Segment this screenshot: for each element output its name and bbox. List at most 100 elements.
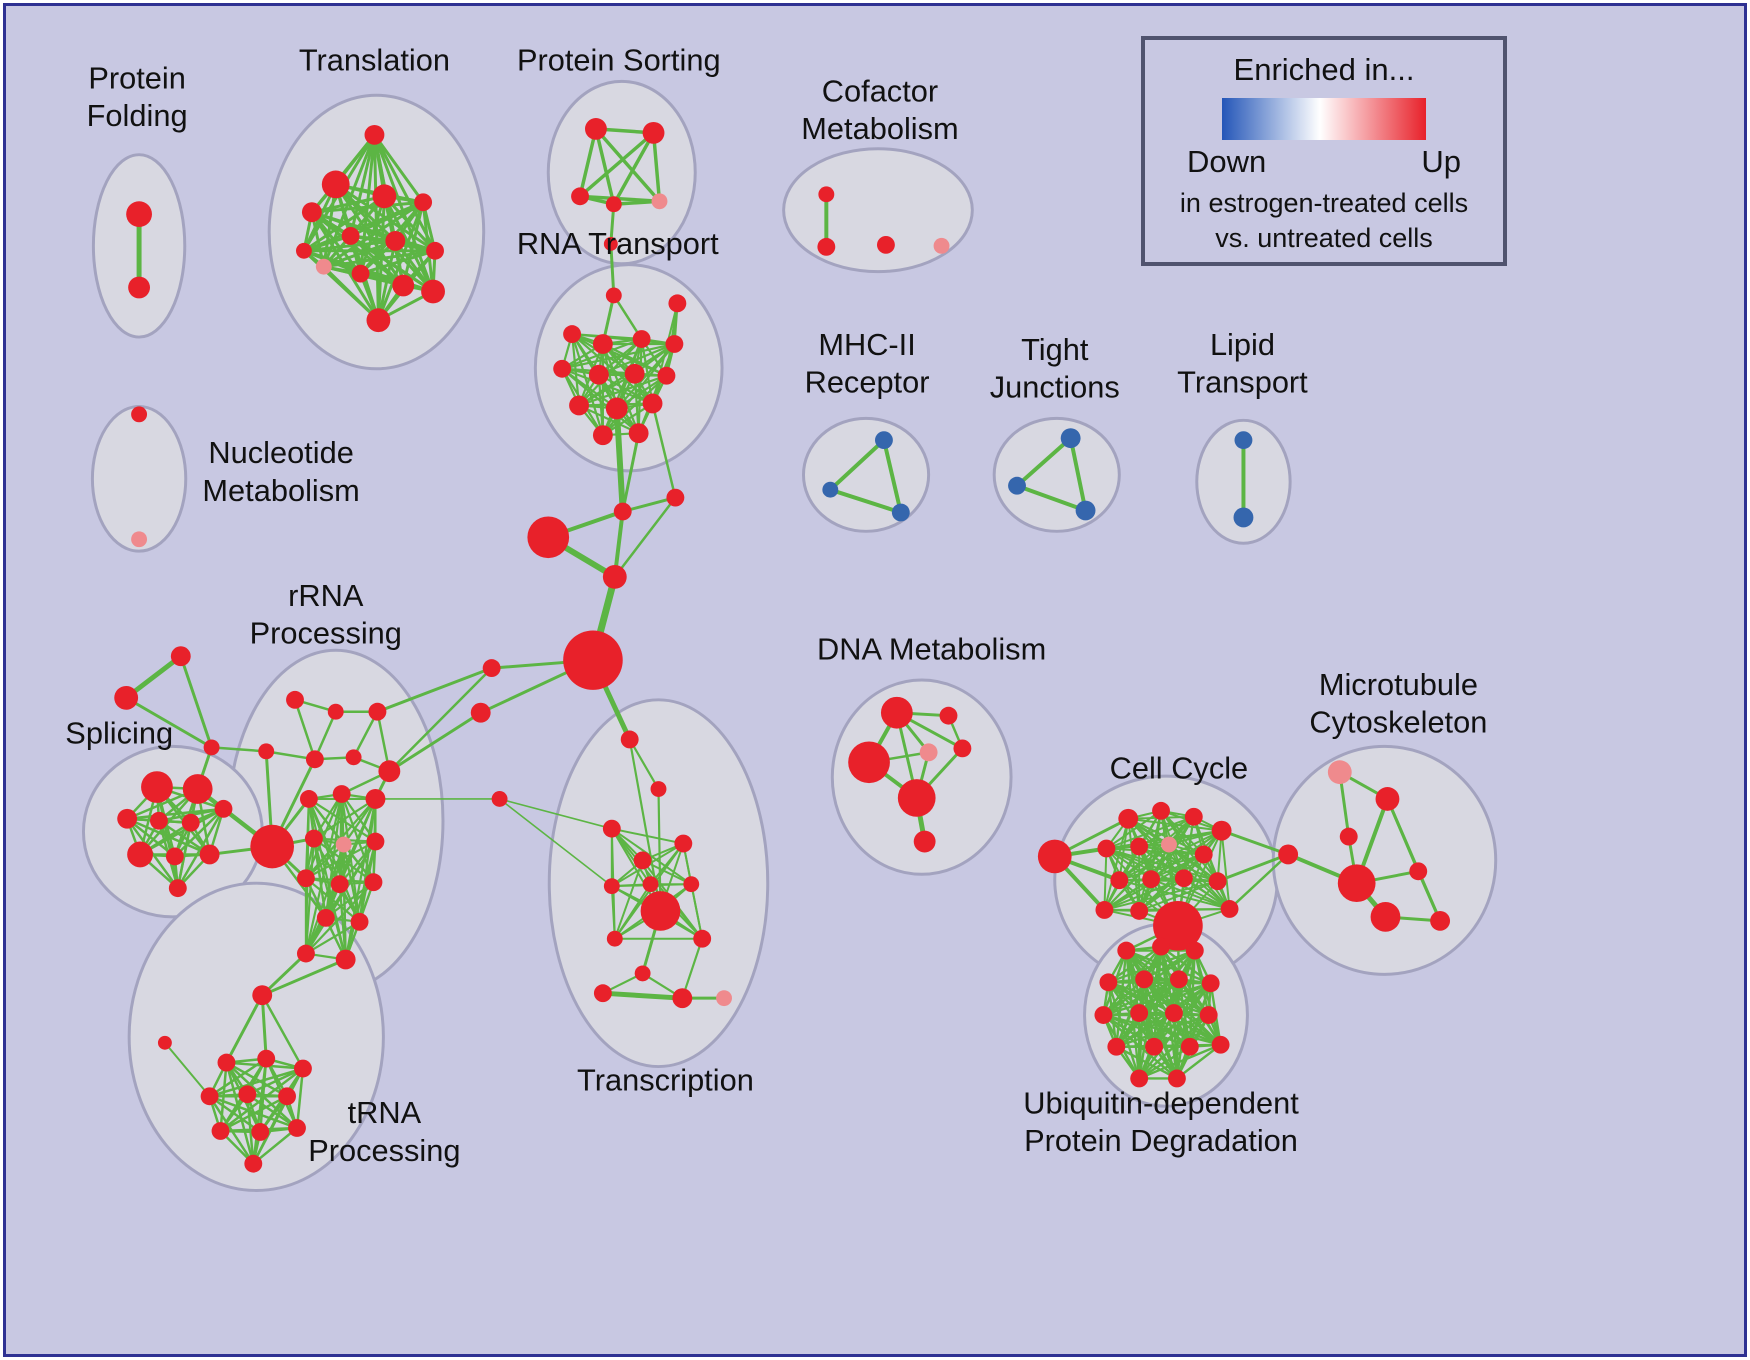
network-edge [349,234,405,287]
cluster-label-protein-sorting: Protein Sorting [517,43,721,78]
node-rr21 [335,949,356,970]
node-rt6 [665,335,684,353]
node-tx10 [606,930,623,947]
cluster-ellipse-mhc-ii-receptor [802,416,931,533]
node-tj2 [1008,476,1026,495]
network-edge [219,1067,305,1133]
legend-up-label: Up [1421,144,1461,179]
node-mhc2 [822,481,839,498]
network-edge [208,1067,305,1098]
node-sp6 [214,799,233,818]
node-ub3 [1185,941,1204,960]
legend-ends-row: Down Up [1187,144,1461,180]
node-rr8 [250,824,295,869]
network-edge [613,859,644,940]
node-rr4 [258,743,275,760]
network-edge [260,993,305,1070]
network-edge [1103,817,1130,911]
network-edge [1118,853,1205,882]
node-tj1 [1060,428,1081,449]
node-ub12 [1107,1037,1126,1056]
network-edge [125,807,225,821]
network-edge [1137,1043,1222,1080]
node-tn9 [211,1122,230,1140]
network-edge [304,920,361,955]
node-rt13 [642,393,663,414]
node-tr9 [426,241,444,260]
network-edge [600,990,685,1001]
node-dm5 [953,739,972,758]
network-edge [1015,483,1088,513]
cluster-label-cell-cycle: Cell Cycle [1110,750,1249,785]
node-c5 [470,702,491,723]
network-edge [224,993,264,1065]
network-edge [1103,878,1153,911]
node-hub2 [563,630,623,690]
node-rt14 [592,425,613,446]
network-edge [1175,1043,1222,1080]
network-edge [1220,829,1231,910]
legend-down-label: Down [1187,144,1267,179]
network-edge [597,342,676,376]
cluster-label-mhc-ii-receptor: MHC-II [818,327,915,362]
network-edge [302,194,386,253]
node-rr6 [345,749,362,766]
network-edge [651,131,662,203]
node-dm3 [848,741,890,784]
node-cm3 [876,235,895,254]
network-edge [1107,945,1163,984]
cluster-label-nucleotide-metabolism: Metabolism [202,473,359,508]
node-tx7 [642,876,659,893]
node-dm7 [913,830,936,853]
network-edge [610,885,616,940]
network-edge [246,1093,299,1130]
cluster-label-rna-transport: RNA Transport [517,226,719,261]
network-edge [322,249,437,269]
cluster-label-tight-junctions: Junctions [990,370,1120,405]
network-edge [295,1067,305,1130]
network-edge [322,239,397,269]
node-ub11 [1199,1006,1218,1024]
network-edge [1102,978,1181,1017]
node-cc5 [1211,820,1232,841]
cluster-label-nucleotide-metabolism: Nucleotide [208,435,353,470]
node-ps3 [571,187,589,206]
node-ub6 [1169,970,1188,989]
node-nm1 [131,406,148,423]
network-edge [578,127,598,199]
network-edge [1137,982,1212,1015]
network-edge [1127,817,1141,912]
network-edge [176,807,225,890]
cluster-label-dna-metabolism: DNA Metabolism [817,631,1046,666]
node-tn7 [238,1085,257,1104]
node-c1 [613,502,632,521]
node-cc8 [1161,836,1177,853]
node-tn2 [157,1035,172,1050]
cluster-label-protein-folding: Protein [88,60,186,95]
node-tr8 [385,230,406,251]
node-tx13 [593,984,612,1003]
cluster-label-ubiquitin-dependent-protein-degradation: Ubiquitin-dependent [1023,1085,1299,1120]
network-edge [621,496,677,513]
network-edge [312,797,377,840]
node-cm4 [933,237,950,254]
node-rt12 [605,397,628,420]
node-ps6 [603,236,618,251]
network-edge [372,133,425,204]
node-sp1 [141,771,173,803]
cluster-label-tight-junctions: Tight [1021,332,1089,367]
node-tn4 [257,1049,276,1068]
network-edge [613,883,652,940]
node-tn1 [252,985,273,1006]
node-sp10 [168,879,187,898]
node-nm2 [131,531,148,548]
node-cc15 [1130,902,1149,920]
node-tn10 [251,1123,270,1141]
node-pf1 [126,201,152,228]
network-edge [1167,843,1231,910]
node-tr10 [315,258,332,275]
node-tx5 [633,851,652,870]
node-tx3 [602,819,621,838]
network-edge [577,372,636,407]
network-edge [344,840,377,961]
